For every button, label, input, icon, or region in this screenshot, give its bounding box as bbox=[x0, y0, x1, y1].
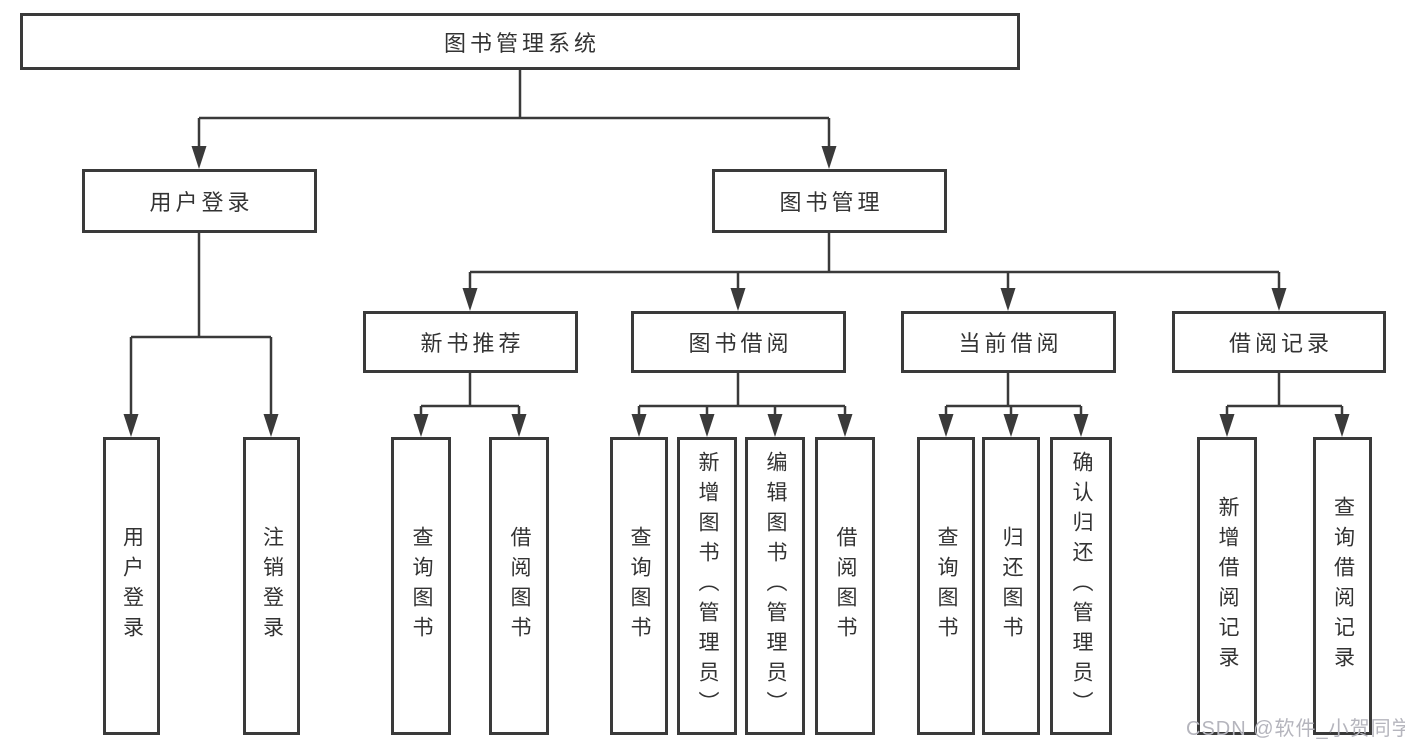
arrowhead-icon bbox=[837, 414, 853, 437]
node-query-books-3: 查询图书 bbox=[917, 437, 975, 735]
arrowhead-icon bbox=[1003, 414, 1019, 437]
arrowhead-icon bbox=[413, 414, 429, 437]
node-user-login-group: 用户登录 bbox=[82, 169, 317, 233]
node-label-borrow-books-1: 借阅图书 bbox=[508, 526, 531, 646]
node-return-books: 归还图书 bbox=[982, 437, 1040, 735]
node-label-book-borrowing: 图书借阅 bbox=[688, 331, 793, 356]
node-label-return-books: 归还图书 bbox=[1000, 526, 1023, 646]
node-label-borrow-books-2: 借阅图书 bbox=[834, 526, 857, 646]
arrowhead-icon bbox=[1271, 288, 1287, 311]
node-label-query-books-1: 查询图书 bbox=[410, 526, 433, 646]
arrowhead-icon bbox=[1219, 414, 1235, 437]
arrowhead-icon bbox=[1334, 414, 1350, 437]
node-borrowing-records: 借阅记录 bbox=[1172, 311, 1386, 373]
node-logout: 注销登录 bbox=[243, 437, 300, 735]
node-label-query-borrow-record: 查询借阅记录 bbox=[1331, 496, 1355, 676]
node-label-add-book-admin: 新增图书（管理员） bbox=[696, 451, 719, 721]
node-add-book-admin: 新增图书（管理员） bbox=[677, 437, 737, 735]
arrowhead-icon bbox=[730, 288, 746, 311]
node-borrow-books-1: 借阅图书 bbox=[489, 437, 549, 735]
arrowhead-icon bbox=[821, 146, 837, 169]
arrowhead-icon bbox=[767, 414, 783, 437]
node-query-books-1: 查询图书 bbox=[391, 437, 451, 735]
arrowhead-icon bbox=[1073, 414, 1089, 437]
arrowhead-icon bbox=[511, 414, 527, 437]
node-label-current-borrowing: 当前借阅 bbox=[958, 331, 1063, 356]
node-user-login: 用户登录 bbox=[103, 437, 160, 735]
node-label-query-books-2: 查询图书 bbox=[628, 526, 651, 646]
node-new-book-recommend: 新书推荐 bbox=[363, 311, 578, 373]
node-label-book-management: 图书管理 bbox=[779, 190, 884, 215]
node-label-logout: 注销登录 bbox=[260, 526, 284, 646]
csdn-watermark: CSDN @软件_小贺同学 bbox=[1186, 718, 1405, 740]
node-label-edit-book-admin: 编辑图书（管理员） bbox=[764, 451, 787, 721]
node-label-system: 图书管理系统 bbox=[443, 30, 600, 56]
arrowhead-icon bbox=[1000, 288, 1016, 311]
node-label-confirm-return-admin: 确认归还（管理员） bbox=[1070, 451, 1093, 721]
node-book-borrowing: 图书借阅 bbox=[631, 311, 846, 373]
node-book-management: 图书管理 bbox=[712, 169, 947, 233]
node-label-user-login-group: 用户登录 bbox=[149, 190, 254, 215]
node-query-books-2: 查询图书 bbox=[610, 437, 668, 735]
node-label-new-book-recommend: 新书推荐 bbox=[420, 331, 525, 356]
arrowhead-icon bbox=[631, 414, 647, 437]
node-add-borrow-record: 新增借阅记录 bbox=[1197, 437, 1257, 735]
node-current-borrowing: 当前借阅 bbox=[901, 311, 1116, 373]
node-borrow-books-2: 借阅图书 bbox=[815, 437, 875, 735]
node-query-borrow-record: 查询借阅记录 bbox=[1313, 437, 1372, 735]
node-label-add-borrow-record: 新增借阅记录 bbox=[1216, 496, 1239, 676]
arrowhead-icon bbox=[123, 414, 139, 437]
node-label-query-books-3: 查询图书 bbox=[935, 526, 958, 646]
arrowhead-icon bbox=[263, 414, 279, 437]
arrowhead-icon bbox=[938, 414, 954, 437]
arrowhead-icon bbox=[462, 288, 478, 311]
node-system: 图书管理系统 bbox=[20, 13, 1020, 70]
arrowhead-icon bbox=[191, 146, 207, 169]
node-edit-book-admin: 编辑图书（管理员） bbox=[745, 437, 805, 735]
arrowhead-icon bbox=[699, 414, 715, 437]
node-label-user-login: 用户登录 bbox=[120, 526, 144, 646]
node-confirm-return-admin: 确认归还（管理员） bbox=[1050, 437, 1112, 735]
node-label-borrowing-records: 借阅记录 bbox=[1228, 331, 1333, 356]
